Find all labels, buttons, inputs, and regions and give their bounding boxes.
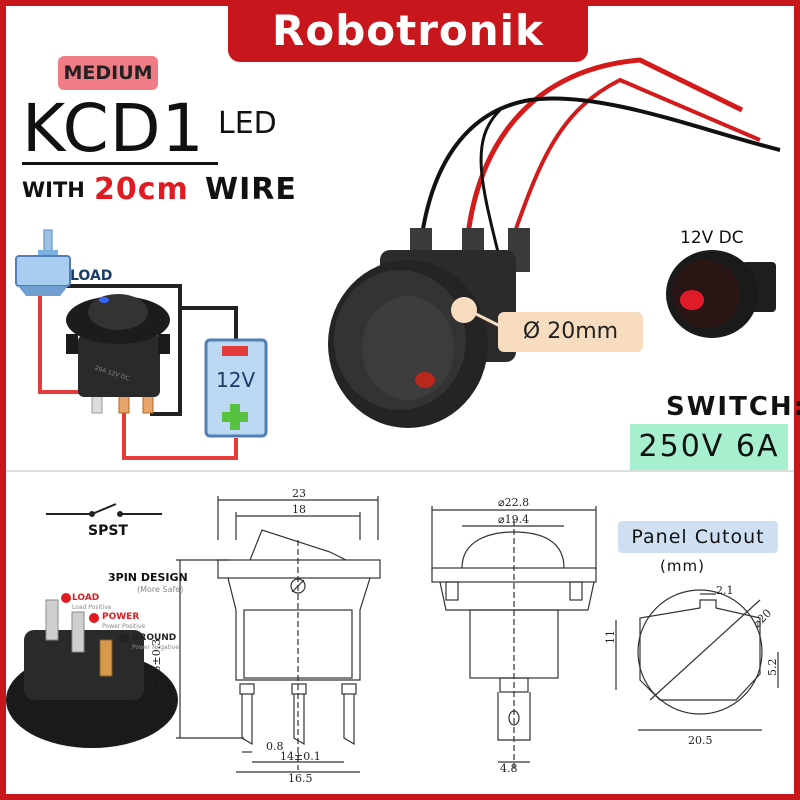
dim-cutout-slot: 2.1 xyxy=(716,584,734,597)
panel-cutout-drawing xyxy=(615,589,779,731)
spst-label: SPST xyxy=(88,523,128,539)
pin-power-sub: Power Positive xyxy=(102,623,146,630)
dim-cutout-width: 20.5 xyxy=(688,734,713,747)
model-suffix: LED xyxy=(218,106,277,141)
front-drawing xyxy=(176,496,381,773)
rating-box xyxy=(630,424,788,470)
pin-design-title: 3PIN DESIGN xyxy=(108,571,188,584)
dim-pin-spacing: 14±0.1 xyxy=(280,750,321,763)
load-icon xyxy=(15,229,71,296)
dim-front-height: 25.3±0.3 xyxy=(150,638,163,690)
diagram-switch xyxy=(66,294,170,414)
pin-ground-sub: Power Negative xyxy=(132,644,179,651)
cutout-title: Panel Cutout xyxy=(618,521,778,553)
side-drawing xyxy=(431,506,597,770)
model-title: KCD1 xyxy=(22,90,205,167)
three-pin-photo xyxy=(6,593,178,748)
pin-power-label: POWER xyxy=(102,612,140,622)
dim-front-inner-width: 18 xyxy=(292,503,306,516)
dim-base-width: 16.5 xyxy=(288,772,313,785)
brand-logo: Robotronik xyxy=(272,6,544,55)
dim-cutout-height: 11 xyxy=(604,630,617,644)
pin-ground-label: GROUND xyxy=(132,633,177,643)
rating-value: 250V 6A xyxy=(638,429,780,464)
diameter-pill: Ø 20mm xyxy=(498,312,643,352)
wire-label: WIRE xyxy=(205,172,297,207)
brand-banner xyxy=(228,0,588,62)
dim-side-outer-diameter: ⌀22.8 xyxy=(498,496,530,509)
dim-cutout-offset: 5.2 xyxy=(766,658,779,677)
spst-symbol xyxy=(46,503,162,517)
switch-label: SWITCH: xyxy=(666,392,800,422)
wiring-diagram xyxy=(15,229,268,460)
led-switch-photo xyxy=(666,250,776,338)
dim-side-inner-diameter: ⌀19.4 xyxy=(498,513,530,526)
battery-icon xyxy=(204,338,268,438)
product-photo xyxy=(328,57,781,428)
pin-load-sub: Load Positive xyxy=(72,604,112,611)
battery-label: 12V xyxy=(216,368,256,392)
dim-front-outer-width: 23 xyxy=(292,487,306,500)
size-badge: MEDIUM xyxy=(58,56,158,90)
dim-pin-thickness: 0.8 xyxy=(266,740,284,753)
title-underline xyxy=(22,162,218,165)
indicator-label: 12V DC xyxy=(680,228,744,248)
pin-load-label: LOAD xyxy=(72,593,100,603)
cutout-unit: (mm) xyxy=(660,557,705,575)
wire-length: 20cm xyxy=(94,172,189,207)
load-label: LOAD xyxy=(70,268,113,284)
with-label: WITH xyxy=(22,178,85,202)
pin-design-subtitle: (More Safe) xyxy=(137,585,184,594)
dim-side-pin-width: 4.8 xyxy=(500,762,518,775)
section-divider xyxy=(6,470,794,472)
